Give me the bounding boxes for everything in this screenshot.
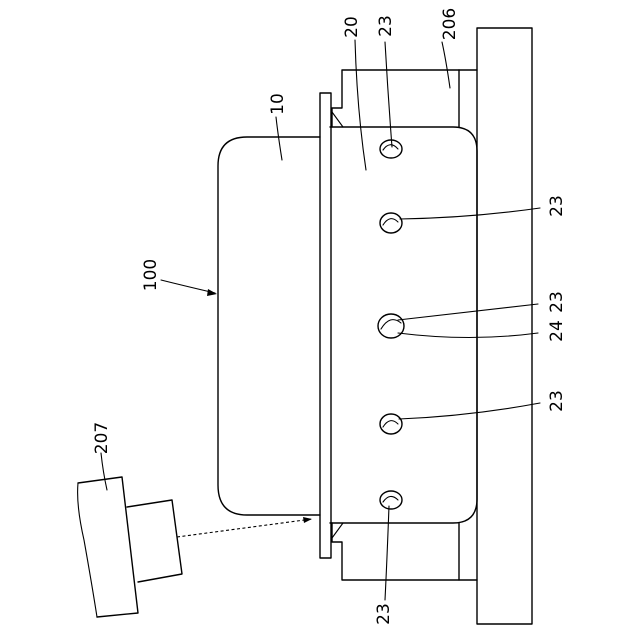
label-10: 10	[268, 93, 288, 115]
label-23-c: 23	[547, 390, 567, 412]
member-10	[218, 137, 320, 515]
device-207-lens	[127, 500, 182, 582]
hole-23-b-edge	[383, 219, 398, 225]
label-23-mid: 23	[547, 291, 567, 313]
beam-dashed-line	[177, 519, 312, 537]
leader-23-top	[385, 42, 392, 147]
beam-arrowhead	[303, 517, 312, 523]
hole-23-c	[380, 414, 402, 434]
hole-23-b	[380, 213, 402, 233]
label-206: 206	[440, 8, 460, 40]
support-column-lower	[332, 523, 477, 580]
label-24: 24	[547, 320, 567, 342]
leader-10	[276, 117, 282, 160]
base-plate-206	[477, 28, 532, 624]
leader-100	[161, 280, 215, 293]
hole-23-d-edge	[383, 496, 398, 502]
thin-plate	[320, 93, 331, 558]
hole-23-c-edge	[383, 421, 398, 427]
hole-23-a-edge	[383, 145, 398, 150]
label-23-bottom: 23	[374, 603, 394, 625]
holes	[378, 140, 404, 509]
label-207: 207	[92, 422, 112, 454]
leader-100-arrowhead	[207, 289, 217, 296]
device-207-break-line	[78, 483, 97, 617]
leader-206	[442, 42, 450, 88]
support-chamfer-upper	[332, 112, 343, 127]
leader-23-b	[400, 208, 540, 219]
label-100: 100	[141, 259, 161, 291]
support-column-upper	[332, 70, 477, 127]
leader-20	[355, 40, 366, 170]
label-23-top: 23	[376, 15, 396, 37]
hole-23-d	[380, 491, 402, 509]
leader-23-c	[399, 403, 540, 419]
label-20: 20	[342, 16, 362, 38]
leader-207	[101, 453, 107, 490]
leader-23-hole24	[398, 304, 538, 320]
hole-24-edge	[381, 320, 401, 329]
support-chamfer-lower	[332, 523, 343, 538]
hole-24	[378, 314, 404, 338]
device-207-body	[78, 477, 138, 617]
leader-23-bottom	[385, 506, 389, 600]
label-23-b: 23	[547, 195, 567, 217]
leader-24	[398, 333, 538, 338]
